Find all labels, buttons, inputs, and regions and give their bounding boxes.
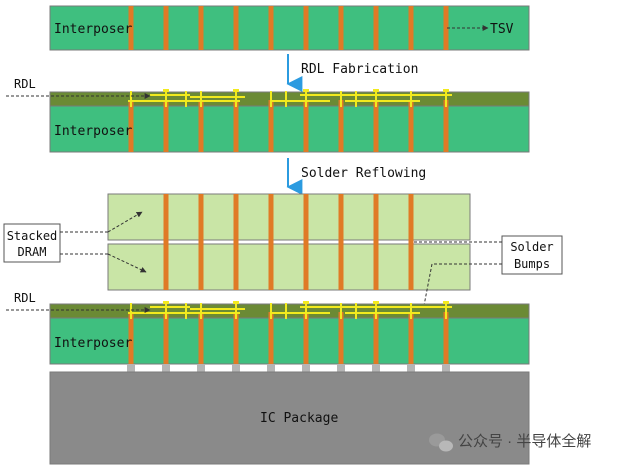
callout-text-line1: Solder (510, 240, 553, 254)
rdl-pad (443, 301, 449, 304)
tsv (198, 312, 204, 368)
tsv (303, 6, 309, 50)
tsv (338, 100, 344, 152)
tsv (233, 194, 239, 290)
tsv (198, 100, 204, 152)
tsv (408, 194, 414, 290)
callout-text-line1: Stacked (7, 229, 58, 243)
rdl-pad (373, 89, 379, 92)
step-solder-reflowing: Solder Reflowing (286, 158, 426, 195)
rdl-label: RDL (14, 77, 36, 91)
tsv (338, 6, 344, 50)
rdl-pad (303, 301, 309, 304)
rdl-pad (233, 89, 239, 92)
step-label: Solder Reflowing (301, 166, 426, 181)
interposer-label: Interposer (54, 336, 132, 351)
tsv (268, 6, 274, 50)
solder-bump (232, 364, 240, 372)
rdl-pad (373, 301, 379, 304)
tsv (233, 100, 239, 152)
tsv (373, 100, 379, 152)
tsv (268, 312, 274, 368)
tsv (233, 312, 239, 368)
rdl-wiring (128, 301, 452, 319)
callout-pointer (107, 211, 143, 233)
interposer-label: Interposer (54, 124, 132, 139)
rdl-wiring (128, 89, 452, 107)
tsv (373, 194, 379, 290)
tsv (163, 100, 169, 152)
tsv (373, 6, 379, 50)
callout-text-line2: DRAM (18, 245, 47, 259)
solder-bump (302, 364, 310, 372)
interposer-label: Interposer (54, 22, 132, 37)
tsv (443, 100, 449, 152)
tsv (198, 6, 204, 50)
dram-die-bottom (107, 243, 471, 291)
tsv (128, 312, 134, 368)
solder-bump (162, 364, 170, 372)
tsv-label: TSV (490, 22, 514, 37)
tsv (303, 194, 309, 290)
solder-bump-row (127, 364, 450, 372)
watermark-text: 公众号 · 半导体全解 (458, 432, 591, 450)
step-rdl-fabrication: RDL Fabrication (286, 54, 418, 92)
callout-text-line2: Bumps (514, 257, 550, 271)
rdl-pad (163, 89, 169, 92)
callout-box (501, 235, 563, 275)
stacked-dram (107, 193, 471, 291)
tsv (268, 194, 274, 290)
tsv (163, 312, 169, 368)
solder-bump (442, 364, 450, 372)
tsv-row (163, 194, 414, 290)
dram-die-top (107, 193, 471, 241)
tsv-row (128, 6, 449, 50)
watermark: 公众号 · 半导体全解 (429, 432, 591, 452)
tsv (408, 312, 414, 368)
ic-package-label: IC Package (260, 411, 338, 426)
tsv (338, 312, 344, 368)
tsv (268, 100, 274, 152)
stage1-interposer: Interposer TSV (49, 5, 530, 51)
tsv (303, 312, 309, 368)
tsv (198, 194, 204, 290)
tsv (128, 6, 134, 50)
tsv (408, 6, 414, 50)
solder-bump (372, 364, 380, 372)
tsv (303, 100, 309, 152)
tsv-row (128, 100, 449, 152)
rdl-pad (163, 301, 169, 304)
solder-bump (127, 364, 135, 372)
tsv (163, 194, 169, 290)
rdl-pad (233, 301, 239, 304)
tsv (233, 6, 239, 50)
tsv (338, 194, 344, 290)
solder-bump (407, 364, 415, 372)
stacked-dram-callout: Stacked DRAM (3, 211, 147, 273)
rdl-label: RDL (14, 291, 36, 305)
tsv (443, 6, 449, 50)
tsv (163, 6, 169, 50)
solder-bump (337, 364, 345, 372)
solder-bump (197, 364, 205, 372)
rdl-layer (49, 303, 530, 319)
tsv (408, 100, 414, 152)
stage2-interposer-rdl: Interposer RDL (6, 77, 530, 153)
rdl-pad (303, 89, 309, 92)
tsv-row (128, 312, 449, 368)
step-label: RDL Fabrication (301, 62, 418, 77)
tsv (443, 312, 449, 368)
wechat-icon (429, 433, 453, 452)
rdl-layer (49, 91, 530, 107)
tsv (373, 312, 379, 368)
callout-pointer (107, 253, 147, 273)
tsv (128, 100, 134, 152)
stage3-assembly: Interposer RDL IC Package (6, 291, 530, 465)
callout-box (3, 223, 61, 263)
solder-bump (267, 364, 275, 372)
rdl-pad (443, 89, 449, 92)
